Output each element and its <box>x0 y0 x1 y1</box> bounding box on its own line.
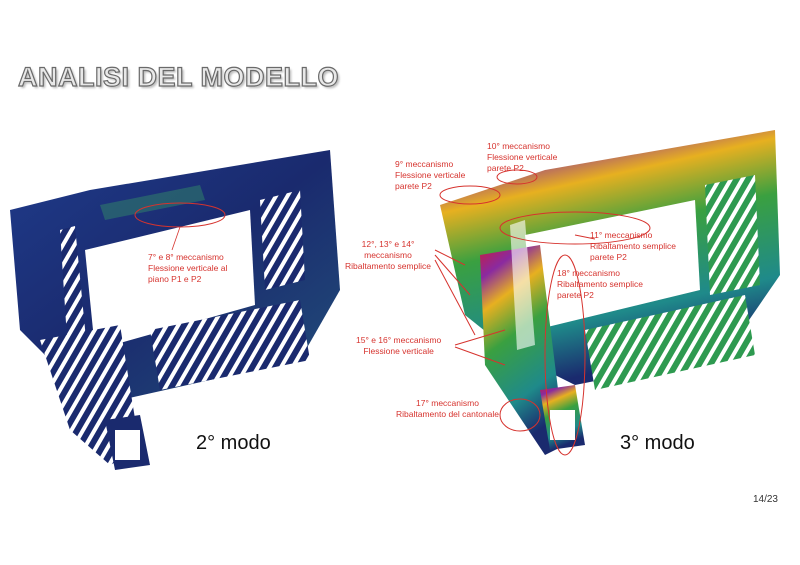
page-number: 14/23 <box>752 494 778 505</box>
left-building-model <box>10 150 340 470</box>
annotation-mechanism-7-8: 7° e 8° meccanismo Flessione verticale a… <box>148 252 228 284</box>
mode-label-2: 2° modo <box>196 432 271 454</box>
slide-title: ANALISI DEL MODELLO <box>17 61 340 92</box>
right-building-model <box>434 130 780 456</box>
mode-label-3: 3° modo <box>620 432 695 454</box>
